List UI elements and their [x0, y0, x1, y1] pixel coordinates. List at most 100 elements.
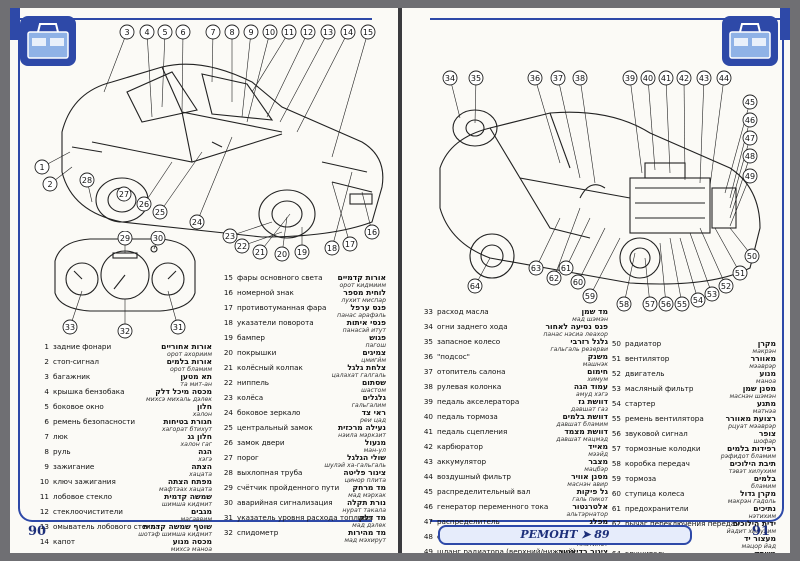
callout-number: 38 — [575, 74, 585, 83]
legend-transliteration: реи цад — [359, 416, 386, 424]
callout-number: 32 — [120, 327, 130, 336]
callout-circle — [546, 270, 562, 286]
leader-line — [159, 151, 203, 213]
callout-number: 9 — [248, 28, 253, 37]
callout-circle — [175, 24, 191, 40]
leader-line — [659, 242, 667, 305]
callout-number: 13 — [323, 28, 333, 37]
callout-number: 45 — [745, 98, 755, 107]
callout-circle — [572, 70, 588, 86]
legend-number: 52 — [611, 369, 621, 378]
leader-line — [577, 227, 606, 283]
callout-circle — [234, 238, 250, 254]
legend-hebrew: מנעול — [364, 438, 386, 447]
legend-russian: люк — [53, 432, 68, 441]
callout-circle — [300, 24, 316, 40]
callout-circle — [690, 292, 706, 308]
legend-russian: стартер — [625, 399, 656, 408]
callout-number: 19 — [297, 248, 307, 257]
legend-russian: коробка передач — [625, 459, 690, 468]
legend-number: 59 — [611, 474, 621, 483]
legend-number: 35 — [423, 337, 433, 346]
legend-russian: ключ зажигания — [53, 477, 116, 486]
leader-line — [241, 31, 252, 118]
leader-line — [196, 136, 233, 223]
legend-number: 53 — [611, 384, 621, 393]
callout-circle — [116, 186, 132, 202]
legend-russian: покрышки — [237, 348, 277, 357]
leader-line — [181, 31, 184, 115]
toolbox-icon — [20, 16, 76, 66]
legend-hebrew: אורות קדמיים — [337, 273, 386, 282]
callout-circle — [640, 70, 656, 86]
legend-russian: звуковой сигнал — [625, 429, 688, 438]
callout-number: 48 — [745, 152, 755, 161]
legend-russian: ниппель — [237, 378, 270, 387]
legend-hebrew: דוושת בלמים — [562, 412, 608, 421]
callout-number: 55 — [677, 300, 687, 309]
legend-hebrew: משתק — [754, 548, 776, 553]
legend-transliteration: рэфидот бламим — [720, 452, 776, 460]
legend-hebrew: מאייד — [588, 442, 608, 451]
legend-hebrew: דוושת גז — [578, 397, 608, 406]
legend-number: 20 — [223, 348, 233, 357]
leader-line — [644, 257, 651, 305]
legend-hebrew: נורת תקלה — [346, 498, 386, 507]
callout-circle — [62, 319, 78, 335]
legend-transliteration: шофар — [753, 437, 776, 445]
leader-line — [279, 31, 329, 123]
legend-russian: рычаг переключения передач — [625, 519, 740, 528]
legend-transliteration: химум — [587, 375, 608, 383]
callout-circle — [34, 159, 50, 175]
legend-hebrew: מנוע — [759, 369, 776, 378]
legend-transliteration: магаввим — [180, 515, 212, 523]
legend-hebrew: חימום — [587, 367, 608, 376]
legend-russian: боковое окно — [53, 402, 104, 411]
callout-number: 35 — [471, 74, 481, 83]
legend-hebrew: מפתח הצתה — [167, 477, 212, 486]
legend-russian: счётчик пройденного пути — [237, 483, 340, 492]
legend-number: 36 — [423, 352, 433, 361]
leader-line — [251, 31, 290, 93]
legend-hebrew: גל פיקות — [576, 487, 608, 496]
callout-circle — [704, 286, 720, 302]
leader-line — [629, 77, 643, 174]
callout-number: 14 — [343, 28, 353, 37]
legend-russian: задние фонари — [53, 342, 112, 351]
callout-number: 5 — [162, 28, 167, 37]
leader-line — [211, 31, 214, 83]
callout-circle — [742, 94, 758, 110]
callout-number: 27 — [119, 190, 129, 199]
legend-number: 55 — [611, 414, 621, 423]
toolbox-icon — [722, 16, 778, 66]
legend-transliteration: давшат газ — [570, 405, 608, 413]
leader-line — [709, 77, 725, 187]
legend-transliteration: панас нэсиа леахор — [543, 330, 608, 338]
legend-transliteration: давшат бламим — [556, 420, 608, 428]
callout-circle — [558, 260, 574, 276]
legend-russian: противотуманная фара — [237, 303, 327, 312]
legend-hebrew: מפלג — [589, 517, 608, 526]
legend-hebrew: ידית הילוכים — [732, 519, 776, 528]
legend-number: 41 — [423, 427, 433, 436]
legend-hebrew: מד דלק — [358, 513, 386, 522]
legend-number: 48 — [423, 532, 433, 541]
legend-russian: стоп-сигнал — [53, 357, 99, 366]
callout-circle — [732, 265, 748, 281]
legend-russian: педаль тормоза — [437, 412, 498, 421]
legend-hebrew: פנסי איתות — [346, 318, 386, 327]
callout-number: 15 — [363, 28, 373, 37]
callout-circle — [170, 319, 186, 335]
leader-line — [699, 227, 727, 287]
leader-line — [161, 31, 166, 108]
legend-number: 50 — [611, 339, 621, 348]
